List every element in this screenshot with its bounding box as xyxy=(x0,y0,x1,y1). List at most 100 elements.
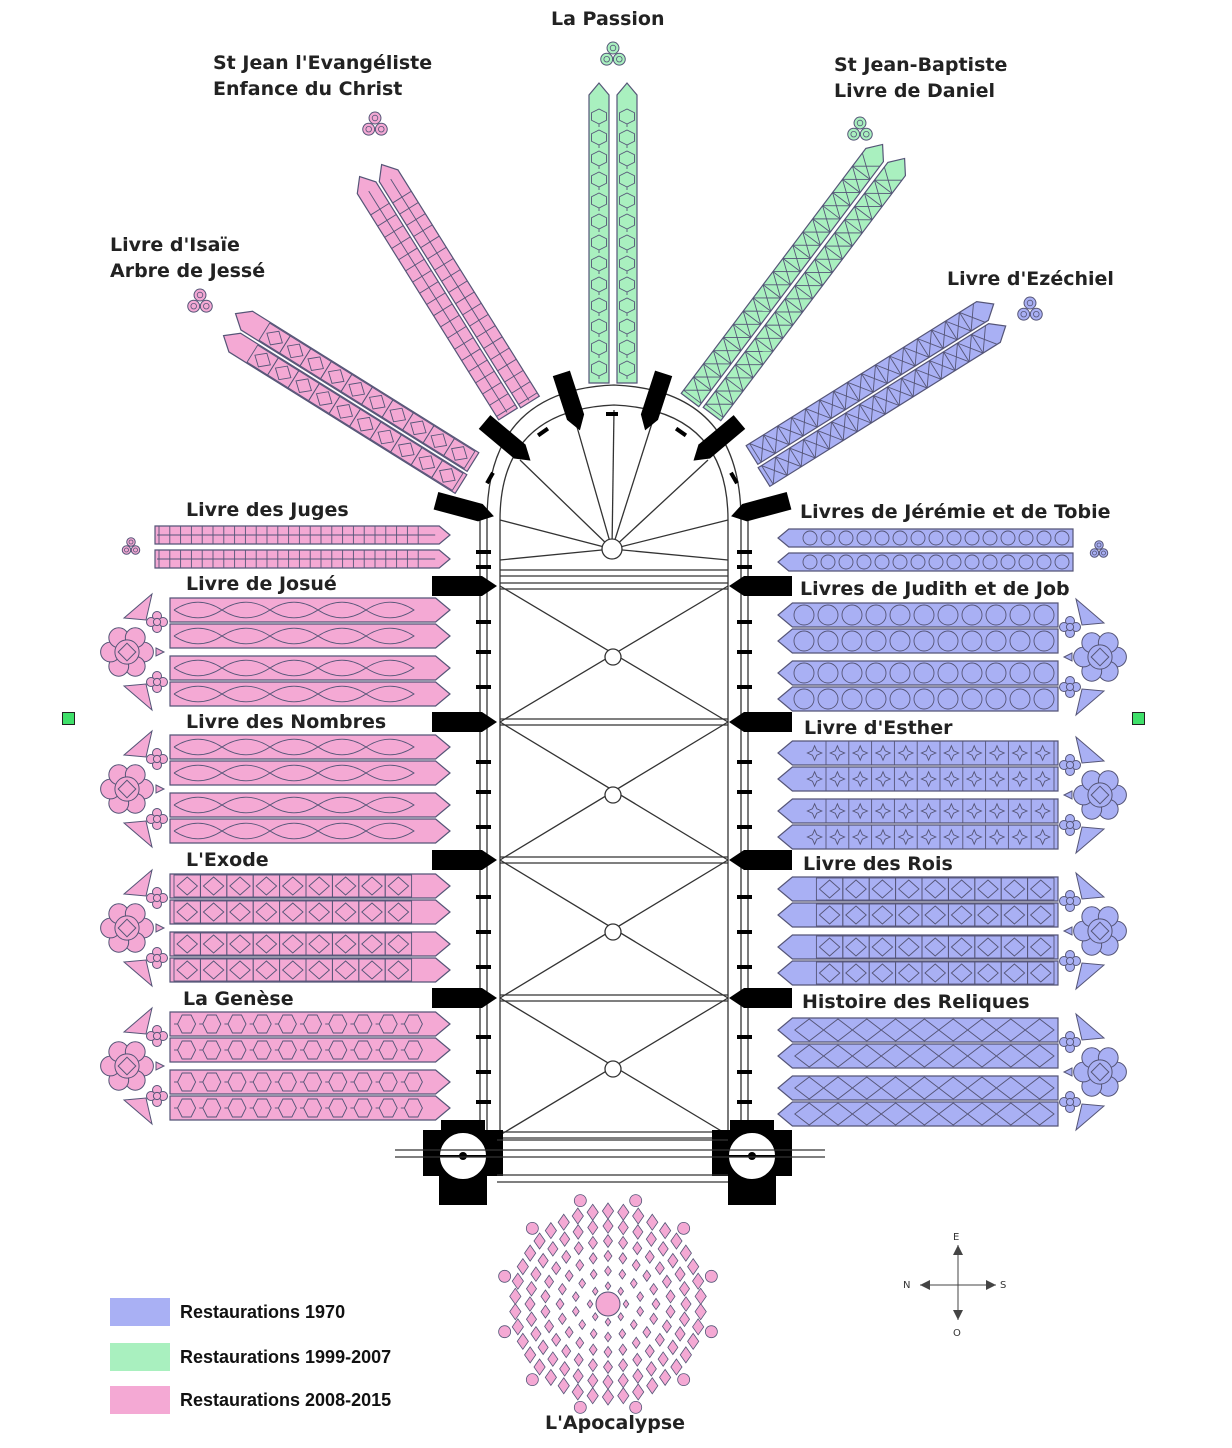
compass-arrow-e xyxy=(953,1245,963,1255)
rose-petal-4-31 xyxy=(678,1280,691,1297)
rose-petal-3-22 xyxy=(644,1249,655,1264)
rose-petal-5-24 xyxy=(544,1221,557,1240)
esther-wedge-mid xyxy=(1062,790,1073,800)
genese-lancet-2 xyxy=(169,1037,451,1063)
label-juges: Livre des Juges xyxy=(186,499,349,521)
rose-petal-2-16 xyxy=(618,1252,628,1265)
esther-quatrefoil-bottom xyxy=(1059,814,1081,836)
juges-trefoil xyxy=(121,537,141,555)
rose-petal-2-11 xyxy=(557,1282,567,1296)
judith-quatrefoil-top xyxy=(1059,616,1081,638)
tower-left xyxy=(423,1120,503,1205)
rois-lancet-1 xyxy=(777,876,1059,902)
exode-wedge-bottom xyxy=(122,959,153,988)
rose-petal-1-8 xyxy=(578,1277,587,1289)
genese-wedge-mid xyxy=(155,1061,166,1071)
rose-petal-3-9 xyxy=(561,1344,572,1359)
rose-petal-3-18 xyxy=(587,1235,598,1250)
wall-tick-left-2 xyxy=(476,650,491,654)
wall-tick-left-top-2 xyxy=(476,565,491,569)
apse-buttress-3 xyxy=(552,370,585,431)
nombres-quatrefoil-bottom xyxy=(146,808,168,830)
label-josue: Livre de Josué xyxy=(186,573,337,595)
juges-lancet-2 xyxy=(154,549,451,569)
reliques-lancet-4 xyxy=(777,1101,1059,1127)
compass-o-label: O xyxy=(953,1328,961,1339)
rose-petal-0-6 xyxy=(604,1281,612,1291)
genese-lancet-1 xyxy=(169,1011,451,1037)
apse-rib-4 xyxy=(611,409,615,550)
rose-spandrel-5 xyxy=(498,1325,512,1339)
josue-wedge-mid xyxy=(155,647,166,657)
rose-petal-3-8 xyxy=(573,1352,584,1367)
rose-petal-1-6 xyxy=(571,1305,580,1317)
wall-tick-right-top-1 xyxy=(737,550,752,554)
selection-handle-right[interactable] xyxy=(1132,712,1145,725)
apse-keystone xyxy=(601,538,623,560)
wall-tick-left-8 xyxy=(476,930,491,934)
judith-wedge-bottom xyxy=(1075,688,1106,717)
rose-petal-3-19 xyxy=(603,1233,613,1249)
esther-lancet-1 xyxy=(777,740,1059,766)
josue-rosette xyxy=(100,627,154,677)
wall-tick-right-1 xyxy=(737,620,752,624)
wall-tick-right-11 xyxy=(737,1070,752,1074)
buttress-right-1 xyxy=(729,576,792,596)
rose-petal-3-12 xyxy=(540,1304,551,1319)
rose-petal-4-27 xyxy=(645,1231,657,1248)
rose-petal-4-21 xyxy=(559,1231,571,1248)
rose-petal-4-24 xyxy=(602,1218,614,1234)
esther-wedge-top xyxy=(1075,735,1106,764)
exode-lancet-3 xyxy=(169,931,451,957)
exode-lancet-2 xyxy=(169,899,451,925)
rose-petal-5-4 xyxy=(670,1358,683,1376)
rose-petal-2-10 xyxy=(555,1297,565,1311)
exode-lancet-4 xyxy=(169,957,451,983)
compass-arrow-n xyxy=(920,1280,930,1290)
esther-rosette xyxy=(1073,770,1127,820)
wall-tick-left-9 xyxy=(476,965,491,969)
label-judith: Livres de Judith et de Job xyxy=(800,578,1070,600)
rose-petal-3-1 xyxy=(661,1319,672,1334)
josue-wedge-top xyxy=(122,592,153,621)
rose-petal-4-9 xyxy=(587,1372,599,1389)
rois-quatrefoil-bottom xyxy=(1059,950,1081,972)
rose-petal-5-31 xyxy=(646,1213,659,1231)
exode-wedge-top xyxy=(122,868,153,897)
rose-petal-4-15 xyxy=(525,1311,538,1328)
rose-petal-1-10 xyxy=(604,1265,612,1277)
rose-petal-5-32 xyxy=(659,1221,672,1240)
selection-handle-left[interactable] xyxy=(62,712,75,725)
rose-petal-1-2 xyxy=(618,1328,627,1340)
rose-petal-1-9 xyxy=(589,1268,598,1280)
reliques-wedge-top xyxy=(1075,1012,1106,1041)
reliques-lancet-3 xyxy=(777,1075,1059,1101)
rose-petal-5-27 xyxy=(586,1203,599,1221)
rose-petal-5-37 xyxy=(694,1287,707,1306)
rois-wedge-bottom xyxy=(1075,962,1106,991)
rose-petal-5-17 xyxy=(511,1318,524,1336)
label-reliques: Histoire des Reliques xyxy=(802,991,1030,1013)
rois-wedge-mid xyxy=(1062,926,1073,936)
apse-buttress-2 xyxy=(478,415,531,461)
rose-petal-4-13 xyxy=(537,1339,549,1356)
wall-tick-right-4 xyxy=(737,760,752,764)
rose-petal-4-22 xyxy=(572,1224,584,1240)
judith-quatrefoil-bottom xyxy=(1059,676,1081,698)
judith-lancet-2 xyxy=(777,628,1059,654)
rose-petal-5-36 xyxy=(692,1272,705,1290)
compass-arrow-s xyxy=(986,1280,996,1290)
exode-quatrefoil-top xyxy=(146,887,168,909)
exode-lancet-1 xyxy=(169,873,451,899)
rose-petal-1-12 xyxy=(629,1277,638,1289)
rose-petal-3-14 xyxy=(544,1274,555,1289)
rose-spandrel-8 xyxy=(573,1194,587,1208)
passion-lancet-2 xyxy=(616,82,638,384)
ezechiel-lancet-1 xyxy=(745,301,995,466)
label-genese: La Genèse xyxy=(183,988,294,1010)
rose-spandrel-11 xyxy=(704,1269,718,1283)
ezechiel-trefoil xyxy=(1017,296,1043,321)
rose-petal-5-3 xyxy=(679,1346,692,1364)
rose-petal-3-7 xyxy=(587,1358,598,1373)
wall-tick-right-3 xyxy=(737,685,752,689)
